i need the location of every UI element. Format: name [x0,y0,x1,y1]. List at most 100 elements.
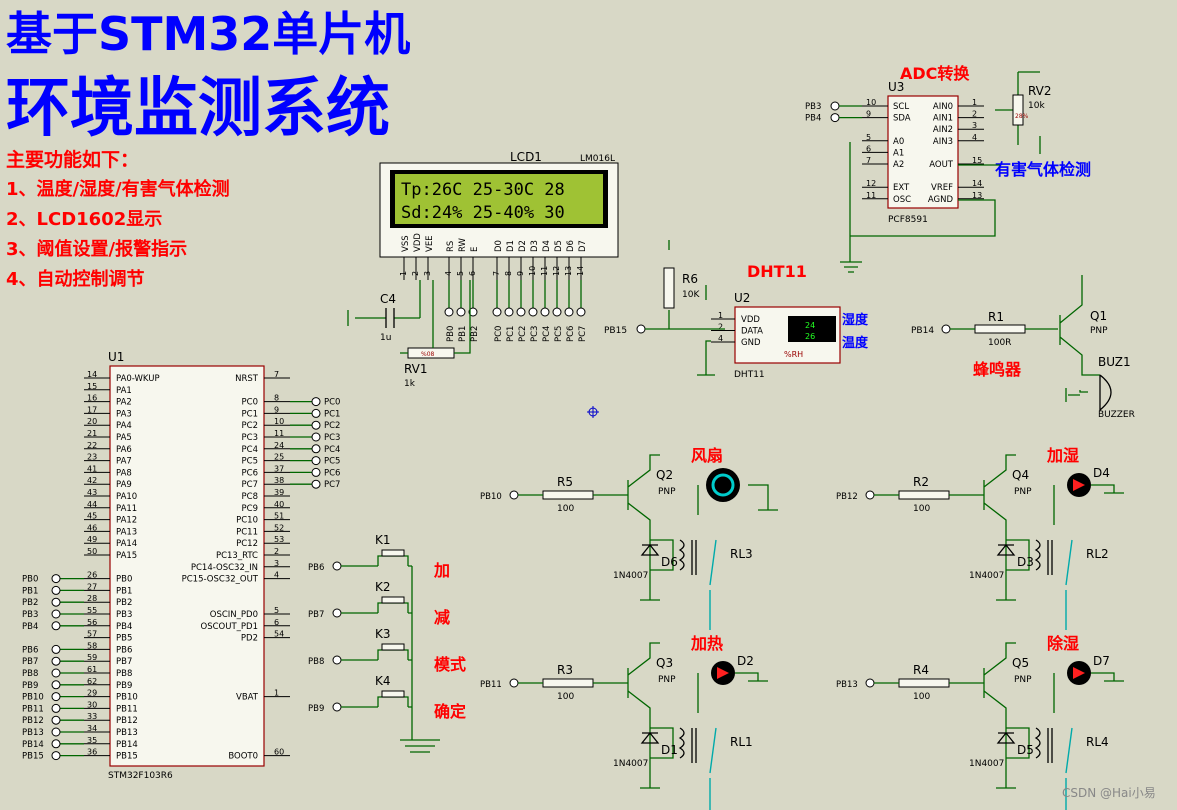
adc-wires [840,142,1000,273]
adc-right-pin-num: 4 [972,133,977,142]
mcu-right-pin-num: 24 [274,441,284,450]
mcu-left-pin: PB2 [116,598,132,608]
rv1-wires [400,280,471,354]
mcu-pc-label: PC5 [324,457,340,467]
mcu-right-pin: OSCOUT_PD1 [201,622,258,632]
lcd-bus-terminal [492,307,502,317]
channel-core [1047,540,1053,575]
rv2-body [1012,94,1024,126]
rv2-potentiometer[interactable]: 28% RV2 10k [1012,84,1052,126]
mcu-left-pin: PB5 [116,634,132,644]
mcu-left-pin: PA1 [116,386,132,396]
channel-resistor [898,490,950,500]
mcu-left-pin: PB6 [116,645,132,655]
lcd-pin-num: 3 [423,271,432,276]
key-wire [341,696,412,708]
mcu-right-pin: PC10 [236,516,258,526]
dht-hum: 26 [805,332,815,341]
lcd-bus-label: PC5 [554,326,564,342]
channel-d-ref: D6 [661,555,678,569]
mcu-right-pin: PC11 [236,527,258,537]
rv1-potentiometer[interactable]: %08 RV1 1k [400,280,471,389]
lcd-bus-terminal [504,307,514,317]
adc-right-pin-num: 14 [972,179,982,188]
key-wire [341,555,412,567]
mcu-pb-label: PB8 [22,669,38,679]
mcu-pc-terminal [311,432,321,442]
dht-net-terminal [636,324,646,334]
feature-item-1: 1、温度/湿度/有害气体检测 [6,178,230,200]
c4-capacitor[interactable]: C4 1u [347,292,420,343]
adc-model: PCF8591 [888,215,928,225]
fan-wires [697,484,778,515]
channel-rl-ref: RL3 [730,547,753,561]
mcu-ref: U1 [108,350,124,364]
mcu-left-pin-num: 35 [87,736,97,745]
channel-q-type: PNP [658,487,676,497]
dht-component[interactable]: DHT11 U2 24 26 %RH DHT11 湿度 温度 VDD1DATA2… [604,240,869,380]
lcd-pin-d0: D0 [494,240,504,252]
channel-r-value: 100 [557,692,574,702]
c4-wires [347,310,420,326]
rv1-pct: %08 [421,351,435,358]
mcu-component[interactable]: U1 STM32F103R6 PA0-WKUP14PA115PA216PA317… [22,350,340,781]
channel-wires [518,642,674,789]
key-func: 加 [433,561,450,580]
buzzer-circuit[interactable]: PB14 R1 100R Q1 PNP BUZ1 BUZZER 蜂鸣器 [911,275,1135,420]
mcu-left-pin-num: 61 [87,665,97,674]
channel-load-ref: D2 [737,654,754,668]
channel-switch [1065,727,1073,810]
lcd-bus-label: PC2 [518,326,528,342]
adc-right-pin: AIN3 [933,137,953,147]
rv2-pct: 28% [1015,113,1029,120]
mcu-left-pin: PA0-WKUP [116,374,160,384]
lcd-pin-vdd: VDD [413,233,423,252]
dht-pin-num: 2 [718,323,723,332]
adc-left-pin: SCL [893,102,909,112]
adc-left-pin-num: 10 [866,98,876,107]
lcd-pin-d3: D3 [530,240,540,252]
lcd-pin-num: 1 [399,271,408,276]
lcd-component[interactable]: LCD1 LM016L Tp:26C 25-30C 28 Sd:24% 25-4… [379,150,619,342]
channel-diode [640,543,660,556]
mcu-left-pin-num: 27 [87,582,97,591]
q1-ref: Q1 [1090,309,1107,323]
channel-terminal [865,490,875,500]
channel-d-ref: D1 [661,743,678,757]
mcu-left-pin: PB1 [116,586,132,596]
lcd-bus-terminal [552,307,562,317]
mcu-right-pin: BOOT0 [228,752,258,762]
fan-icon-ring [711,473,735,497]
led-wires [697,672,768,713]
channel-switch [1065,539,1073,630]
lcd-pin-num: 8 [504,271,513,276]
mcu-left-pin-num: 15 [87,382,97,391]
lcd-pin-e: E [470,247,480,252]
dht-label-1: 湿度 [842,312,869,328]
lcd-bus-terminal [564,307,574,317]
mcu-right-pin-num: 60 [274,748,284,757]
mcu-left-pin: PA13 [116,527,137,537]
title-line1: 基于STM32单片机 [6,7,410,61]
dht-pin-num: 1 [718,311,723,320]
mcu-right-pin-num: 39 [274,488,284,497]
adc-component[interactable]: ADC转换 U3 PCF8591 SCL10SDA9A05A16A27EXT12… [805,64,1091,273]
mcu-right-pin: PC12 [236,539,258,549]
mcu-left-pin-num: 57 [87,630,97,639]
mcu-pb-label: PB4 [22,622,38,632]
adc-left-pin: OSC [893,195,911,205]
r1-value: 100R [988,338,1011,348]
mcu-right-pin-num: 9 [274,405,279,414]
channel-switch [709,539,717,630]
lcd-pin-d4: D4 [542,240,552,252]
mcu-pb-label: PB10 [22,693,44,703]
